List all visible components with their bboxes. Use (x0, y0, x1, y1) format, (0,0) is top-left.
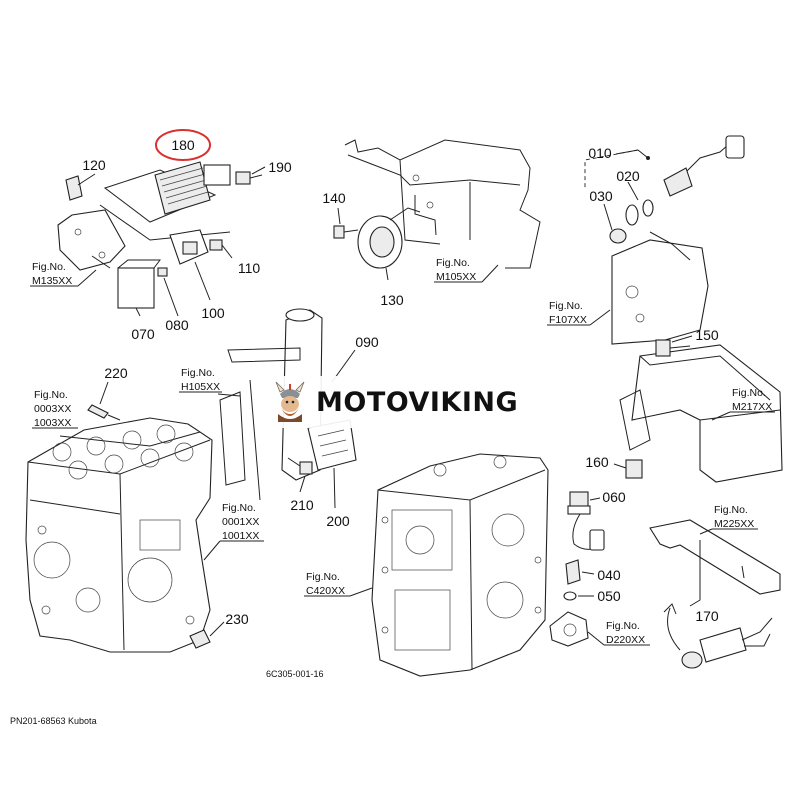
fig-ref-leaders (30, 264, 775, 646)
callout-050: 050 (597, 588, 621, 604)
regulator-assembly (57, 161, 266, 317)
fig-ref-m217: M217XX (732, 401, 772, 413)
fig-ref-d220: D220XX (606, 634, 645, 646)
callout-210: 210 (290, 497, 314, 513)
fig-ref-1001: 1001XX (222, 530, 259, 542)
fig-ref-label: Fig.No. (436, 257, 470, 269)
callout-100: 100 (201, 305, 225, 321)
bracket-assembly (613, 335, 783, 483)
callout-230: 230 (225, 611, 249, 627)
fig-ref-0003: 0003XX (34, 403, 71, 415)
fig-ref-m225: M225XX (714, 518, 754, 530)
callout-070: 070 (131, 326, 155, 342)
fig-ref-label: Fig.No. (732, 387, 766, 399)
transmission-case (371, 453, 549, 677)
fig-references: Fig.No. M135XX Fig.No. M105XX Fig.No. F1… (32, 257, 772, 646)
fig-ref-0001: 0001XX (222, 516, 259, 528)
fig-ref-label: Fig.No. (306, 571, 340, 583)
watermark-brand: MOTOVIKING (316, 386, 519, 418)
fig-ref-1003: 1003XX (34, 417, 71, 429)
fig-ref-label: Fig.No. (181, 367, 215, 379)
highlight-circle (155, 129, 211, 161)
callout-020: 020 (616, 168, 640, 184)
callout-120: 120 (82, 157, 106, 173)
callout-040: 040 (597, 567, 621, 583)
switch-assembly (549, 491, 605, 647)
engine-block (25, 381, 225, 653)
horn-assembly (333, 139, 541, 281)
viking-logo-icon (275, 381, 305, 422)
sensor-assembly (584, 135, 745, 345)
fig-ref-label: Fig.No. (549, 300, 583, 312)
fig-ref-m135: M135XX (32, 275, 72, 287)
watermark: MOTOVIKING (268, 376, 534, 428)
callout-010: 010 (588, 145, 612, 161)
fig-ref-c420: C420XX (306, 585, 345, 597)
callout-150: 150 (695, 327, 719, 343)
callout-200: 200 (326, 513, 350, 529)
callout-030: 030 (589, 188, 613, 204)
callout-130: 130 (380, 292, 404, 308)
fig-ref-f107: F107XX (549, 314, 587, 326)
footer-part-number: PN201-68563 Kubota (10, 716, 97, 726)
callout-220: 220 (104, 365, 128, 381)
bar-assembly (649, 519, 781, 669)
fig-ref-h105: H105XX (181, 381, 220, 393)
fig-ref-label: Fig.No. (222, 502, 256, 514)
drawing-code: 6C305-001-16 (266, 669, 324, 679)
callout-160: 160 (585, 454, 609, 470)
fig-ref-label: Fig.No. (32, 261, 66, 273)
callout-140: 140 (322, 190, 346, 206)
callout-080: 080 (165, 317, 189, 333)
callout-060: 060 (602, 489, 626, 505)
callout-110: 110 (238, 260, 261, 276)
callouts: 180 120 190 110 070 080 100 140 130 010 … (82, 137, 719, 627)
callout-190: 190 (268, 159, 292, 175)
fig-ref-label: Fig.No. (606, 620, 640, 632)
callout-170: 170 (695, 608, 719, 624)
callout-180: 180 (171, 137, 195, 153)
callout-090: 090 (355, 334, 379, 350)
fig-ref-m105: M105XX (436, 271, 476, 283)
fig-ref-label: Fig.No. (34, 389, 68, 401)
fig-ref-label: Fig.No. (714, 504, 748, 516)
